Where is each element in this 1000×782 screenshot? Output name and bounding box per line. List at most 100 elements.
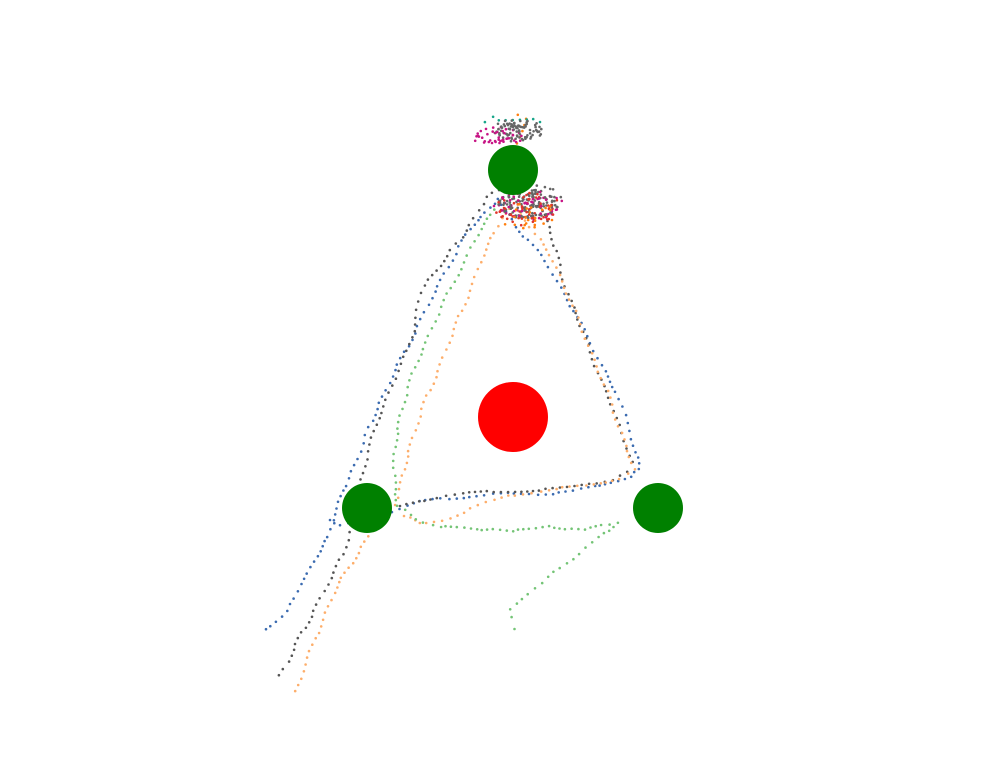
trajectory-point <box>527 213 531 216</box>
cluster-point <box>550 200 554 203</box>
trajectory-point <box>480 528 484 532</box>
trajectory-point <box>483 211 486 214</box>
trajectory-point <box>293 689 297 693</box>
trajectory-point <box>397 487 401 491</box>
trajectory-point <box>416 300 420 303</box>
trajectory-point <box>445 348 448 351</box>
cluster-point <box>508 127 512 131</box>
trajectory-point <box>431 497 434 501</box>
trajectory-point <box>518 230 521 234</box>
trajectory-point <box>521 129 524 133</box>
trajectory-point <box>496 197 500 201</box>
trajectory-point <box>356 457 359 461</box>
trajectory-point <box>338 580 341 584</box>
trajectory-point <box>430 327 434 330</box>
trajectory-point <box>372 429 376 433</box>
trajectory-point <box>413 329 417 333</box>
trajectory-point <box>420 407 423 411</box>
trajectory-point <box>439 525 443 529</box>
trajectory-point <box>631 444 635 448</box>
trajectory-point <box>617 477 621 481</box>
trajectory-point <box>608 403 612 406</box>
trajectory-point <box>414 429 418 432</box>
trajectory-point <box>423 499 426 503</box>
trajectory-point <box>600 363 604 367</box>
trajectory-point <box>361 471 365 475</box>
trajectory-point <box>579 322 582 326</box>
cluster-point <box>497 127 500 131</box>
trajectory-point <box>568 485 571 488</box>
trajectory-point <box>410 436 414 440</box>
trajectory-point <box>602 531 606 535</box>
trajectory-point <box>577 552 581 556</box>
cluster-point <box>523 202 527 205</box>
trajectory-point <box>493 208 496 211</box>
trajectory-point <box>384 398 387 402</box>
trajectory-point <box>539 217 543 221</box>
cluster-point <box>514 208 518 211</box>
trajectory-point <box>398 356 402 360</box>
trajectory-point <box>509 139 513 143</box>
trajectory-point <box>547 253 551 257</box>
cluster-point <box>505 132 509 136</box>
trajectory-point <box>411 336 414 339</box>
trajectory-point <box>557 256 561 260</box>
trajectory-point <box>546 575 550 579</box>
trajectory-point <box>580 330 584 334</box>
trajectory-point <box>482 202 486 206</box>
trajectory-point <box>589 526 592 529</box>
trajectory-point <box>332 571 335 574</box>
trajectory-point <box>608 380 612 384</box>
trajectory-point <box>531 489 535 493</box>
trajectory-point <box>310 615 314 619</box>
cluster-point <box>526 218 530 222</box>
trajectory-point <box>300 582 303 586</box>
trajectory-point <box>460 267 463 271</box>
trajectory-point <box>449 525 453 528</box>
cluster-point <box>503 131 506 135</box>
trajectory-point <box>508 608 512 611</box>
trajectory-point <box>434 290 437 293</box>
trajectory-point <box>520 490 523 494</box>
point-cluster <box>513 202 552 227</box>
trajectory-point <box>323 611 327 614</box>
trajectory-point <box>405 393 409 397</box>
trajectory-point <box>442 298 446 302</box>
trajectory-point <box>485 195 489 199</box>
cluster-point <box>520 217 524 220</box>
trajectory-point <box>550 237 553 241</box>
trajectory-point <box>599 482 603 485</box>
trajectory-point <box>287 660 291 663</box>
trajectory-point <box>535 184 539 187</box>
marker-layer <box>342 145 683 533</box>
trajectory-point <box>473 223 477 226</box>
trajectory-point <box>413 366 417 369</box>
trajectory-point <box>467 491 471 494</box>
cluster-point <box>494 140 497 144</box>
cluster-point <box>515 126 518 130</box>
cluster-point <box>497 201 500 204</box>
trajectory-point <box>562 286 566 290</box>
trajectory-point <box>479 490 483 493</box>
trajectory-point <box>269 624 272 628</box>
trajectory-point <box>377 401 381 405</box>
cluster-point <box>535 129 539 133</box>
trajectory-point <box>449 286 453 290</box>
trajectory-point <box>598 484 601 487</box>
trajectory-point <box>482 222 486 226</box>
cluster-point <box>553 195 556 199</box>
trajectory-point <box>304 626 308 630</box>
trajectory-point <box>523 219 527 222</box>
trajectory-point <box>419 291 423 295</box>
trajectory-point <box>475 494 478 498</box>
trajectory-point <box>391 466 395 470</box>
cluster-point <box>538 134 542 137</box>
trajectory-point <box>626 421 630 425</box>
trajectory-point <box>327 583 330 586</box>
trajectory-point <box>349 469 353 473</box>
trajectory-point <box>499 490 503 494</box>
trajectory-point <box>448 248 452 252</box>
cluster-point <box>549 208 552 212</box>
trajectory-point <box>405 349 408 353</box>
trajectory-point <box>290 654 294 657</box>
